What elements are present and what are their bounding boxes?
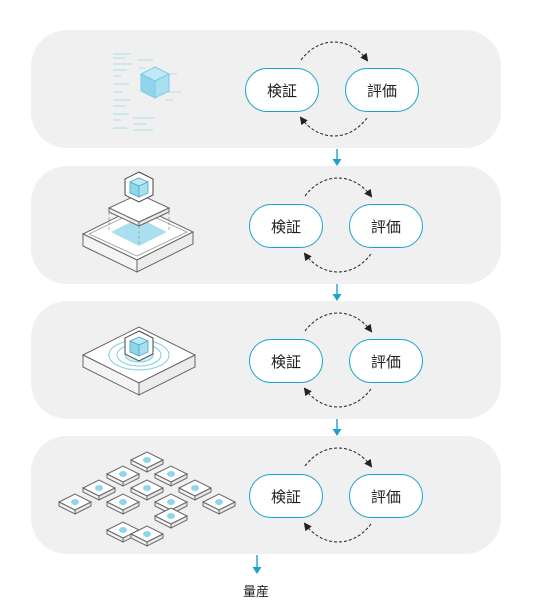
device-tile [129, 451, 165, 473]
stage-4-card: 検証 評価 [31, 436, 501, 554]
device-tile [57, 493, 93, 515]
evaluate-pill: 評価 [345, 68, 419, 112]
verify-label: 検証 [270, 487, 301, 506]
verify-label: 検証 [270, 352, 301, 371]
evaluate-pill: 評価 [349, 474, 423, 518]
down-arrow-final [252, 555, 262, 574]
evaluate-label: 評価 [366, 81, 397, 100]
evaluate-label: 評価 [370, 352, 401, 371]
device-tile [105, 493, 141, 515]
device-tile [201, 493, 237, 515]
evaluate-label: 評価 [370, 487, 401, 506]
stage-3-card: 検証 評価 [31, 301, 501, 419]
evaluate-pill: 評価 [349, 339, 423, 383]
cad-wireframe-illustration [113, 53, 181, 131]
device-tile [177, 479, 213, 501]
mass-production-label: 量産 [243, 585, 270, 600]
evaluate-pill: 評価 [349, 204, 423, 248]
verify-label: 検証 [266, 81, 297, 100]
device-tile [129, 525, 165, 547]
verify-pill: 検証 [245, 68, 319, 112]
verify-pill: 検証 [249, 204, 323, 248]
device-array-illustration [57, 451, 237, 547]
device-tile [129, 479, 165, 501]
device-tile [81, 479, 117, 501]
down-arrow-2 [332, 284, 342, 301]
stage-1-card: 検証 評価 [31, 30, 501, 148]
device-tile [153, 507, 189, 529]
cube-on-platform-illustration [81, 171, 195, 273]
verify-pill: 検証 [249, 474, 323, 518]
verify-pill: 検証 [249, 339, 323, 383]
cube-on-device-illustration [81, 326, 197, 396]
device-tile [153, 465, 189, 487]
evaluate-label: 評価 [370, 217, 401, 236]
stage-2-card: 検証 評価 [31, 166, 501, 284]
down-arrow-3 [332, 419, 342, 436]
device-tile [105, 465, 141, 487]
down-arrow-1 [332, 149, 342, 166]
verify-label: 検証 [270, 217, 301, 236]
